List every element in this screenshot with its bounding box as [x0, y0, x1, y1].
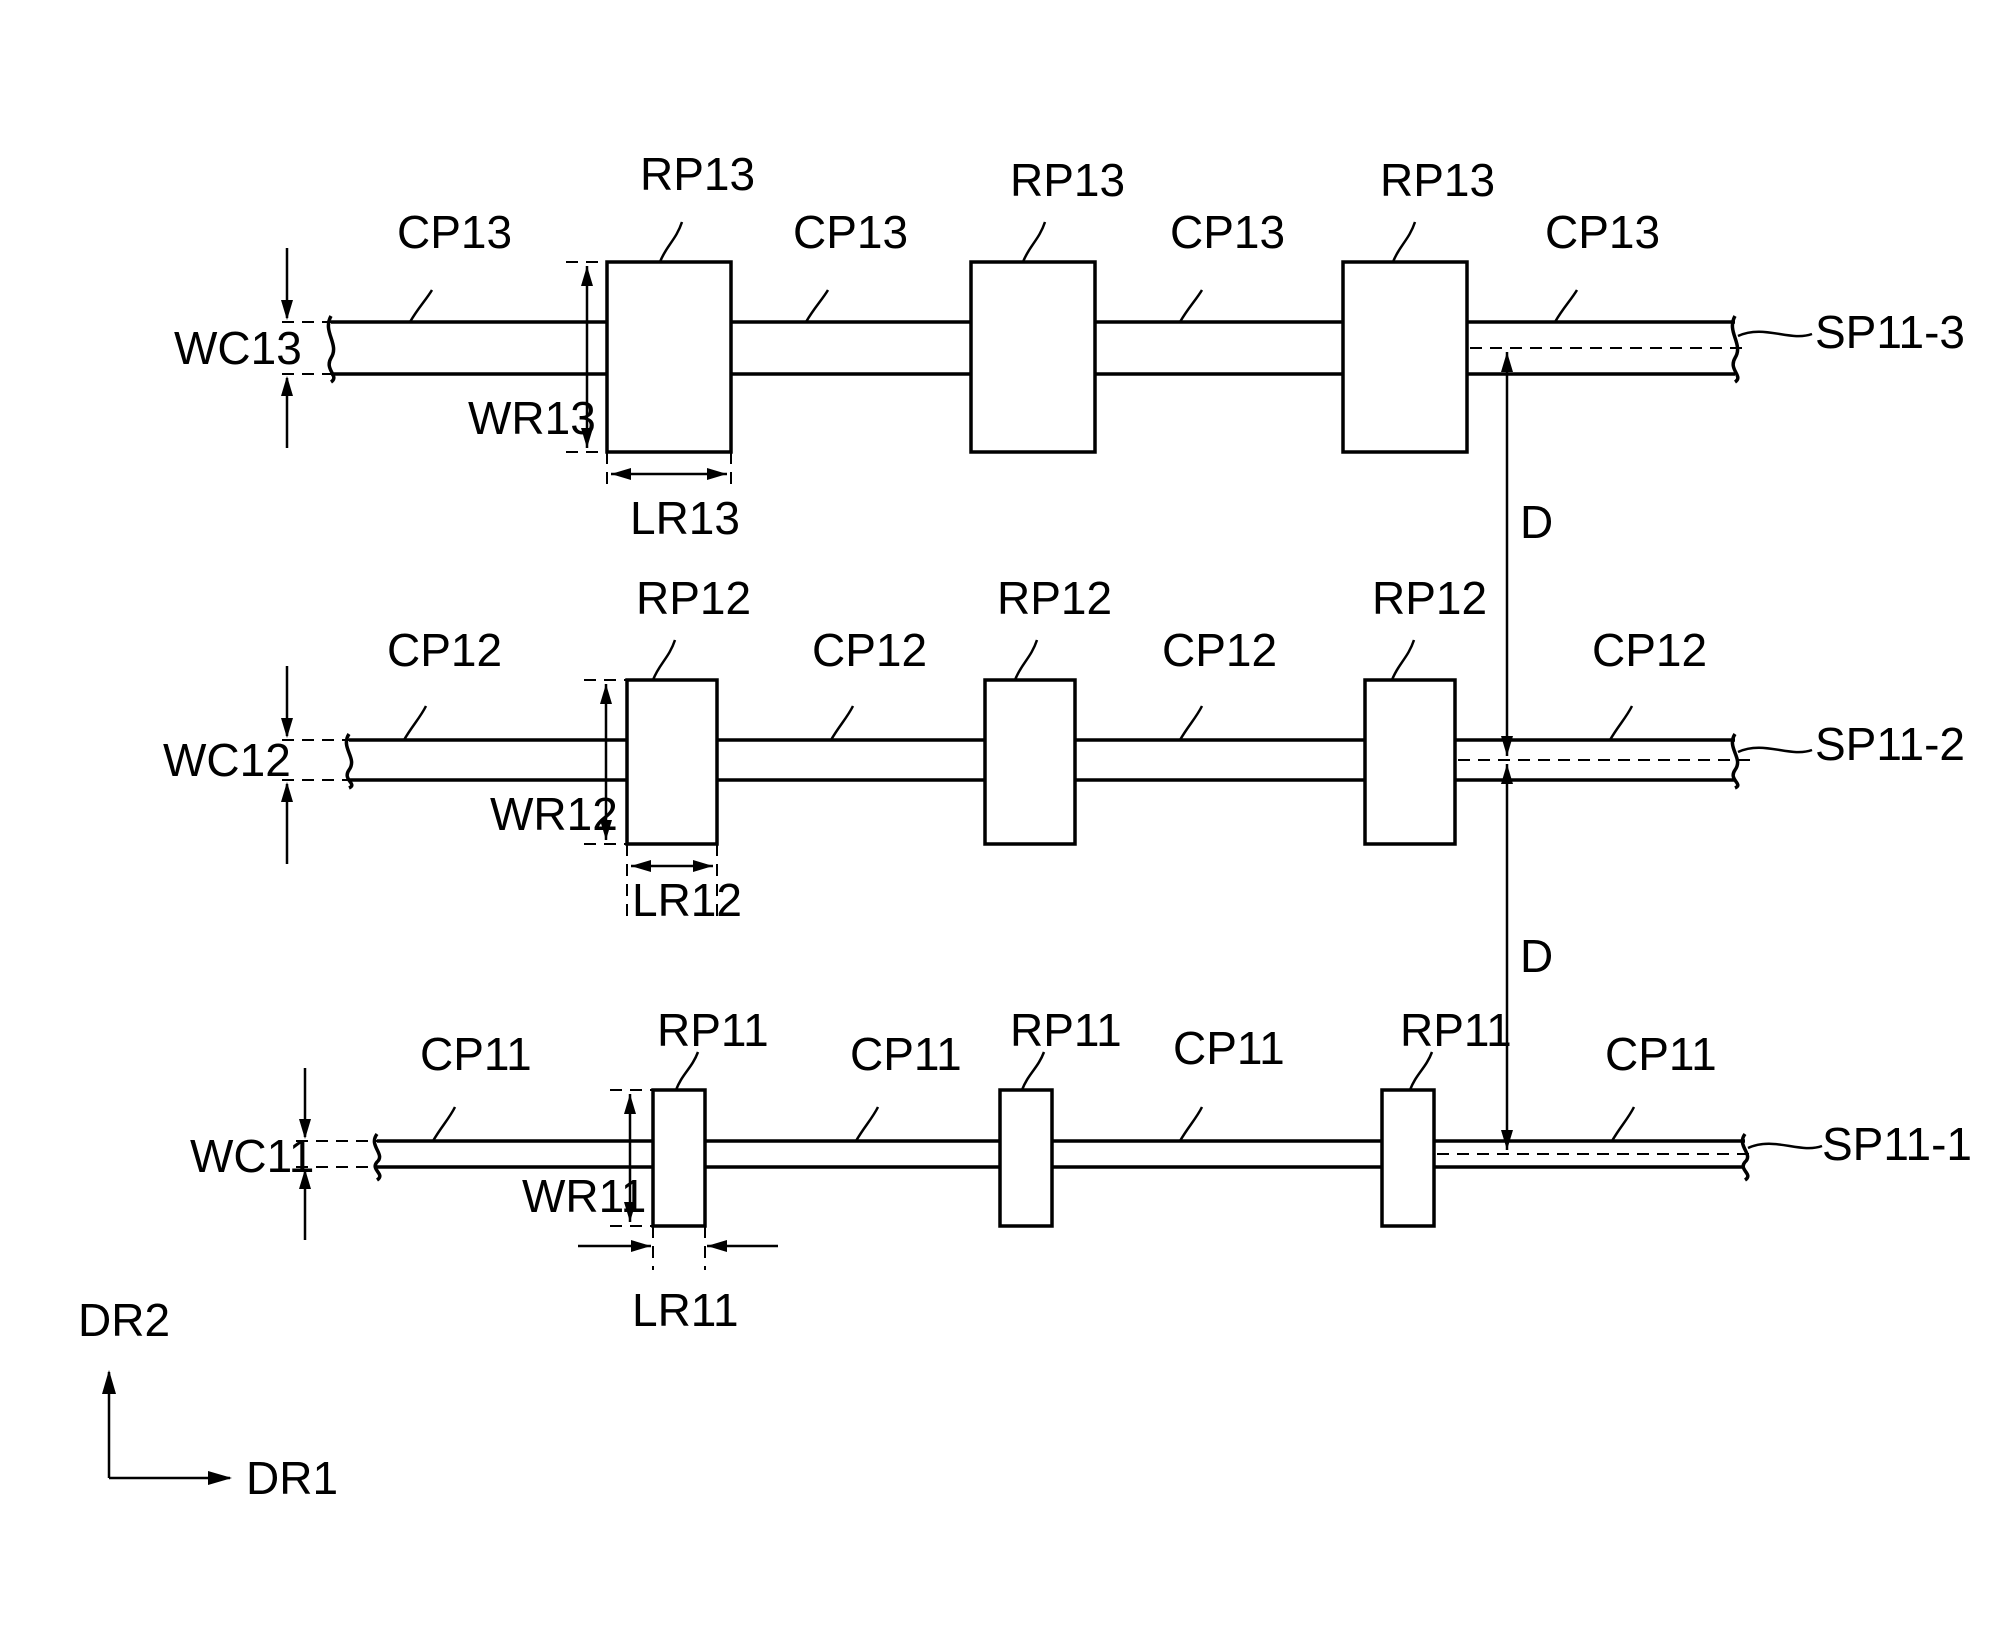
- strip-label: SP11-2: [1815, 718, 1965, 770]
- connector-label: CP12: [812, 624, 927, 676]
- resistor-width-label: WR12: [490, 788, 618, 840]
- spacing-label: D: [1520, 930, 1553, 982]
- strip-row-2: [281, 640, 1812, 922]
- connector-label: CP13: [397, 206, 512, 258]
- resistor-part-box: [607, 262, 731, 452]
- resistor-part-box: [971, 262, 1095, 452]
- connector-width-label: WC11: [190, 1130, 314, 1182]
- resistor-label: RP11: [1010, 1004, 1122, 1056]
- connector-label: CP11: [1173, 1022, 1285, 1074]
- resistor-length-label: LR12: [632, 874, 742, 926]
- resistor-width-label: WR13: [468, 392, 596, 444]
- connector-label: CP11: [420, 1028, 532, 1080]
- resistor-label: RP12: [997, 572, 1112, 624]
- connector-label: CP13: [1545, 206, 1660, 258]
- strip-row-1: [296, 1052, 1822, 1270]
- connector-label: CP12: [1162, 624, 1277, 676]
- connector-label: CP13: [1170, 206, 1285, 258]
- resistor-part-box: [1365, 680, 1455, 844]
- axis-label-horizontal: DR1: [246, 1452, 338, 1504]
- connector-width-label: WC13: [174, 322, 302, 374]
- resistor-label: RP13: [1380, 154, 1495, 206]
- connector-width-label: WC12: [163, 734, 291, 786]
- resistor-part-box: [653, 1090, 705, 1226]
- strip-label: SP11-1: [1822, 1118, 1972, 1170]
- resistor-label: RP11: [657, 1004, 769, 1056]
- connector-label: CP11: [1605, 1028, 1717, 1080]
- resistor-label: RP12: [636, 572, 751, 624]
- resistor-part-box: [627, 680, 717, 844]
- resistor-part-box: [1343, 262, 1467, 452]
- spacing-label: D: [1520, 496, 1553, 548]
- direction-axes: [102, 1370, 232, 1485]
- resistor-part-box: [985, 680, 1075, 844]
- axis-label-vertical: DR2: [78, 1294, 170, 1346]
- connector-label: CP11: [850, 1028, 962, 1080]
- resistor-length-label: LR13: [630, 492, 740, 544]
- strip-row-3: [281, 222, 1812, 490]
- connector-label: CP12: [387, 624, 502, 676]
- resistor-label: RP11: [1400, 1004, 1512, 1056]
- resistor-part-box: [1382, 1090, 1434, 1226]
- connector-label: CP13: [793, 206, 908, 258]
- resistor-width-label: WR11: [522, 1170, 646, 1222]
- connector-label: CP12: [1592, 624, 1707, 676]
- resistor-part-box: [1000, 1090, 1052, 1226]
- resistor-length-label: LR11: [632, 1284, 739, 1336]
- resistor-label: RP12: [1372, 572, 1487, 624]
- strip-label: SP11-3: [1815, 306, 1965, 358]
- resistor-label: RP13: [1010, 154, 1125, 206]
- resistor-label: RP13: [640, 148, 755, 200]
